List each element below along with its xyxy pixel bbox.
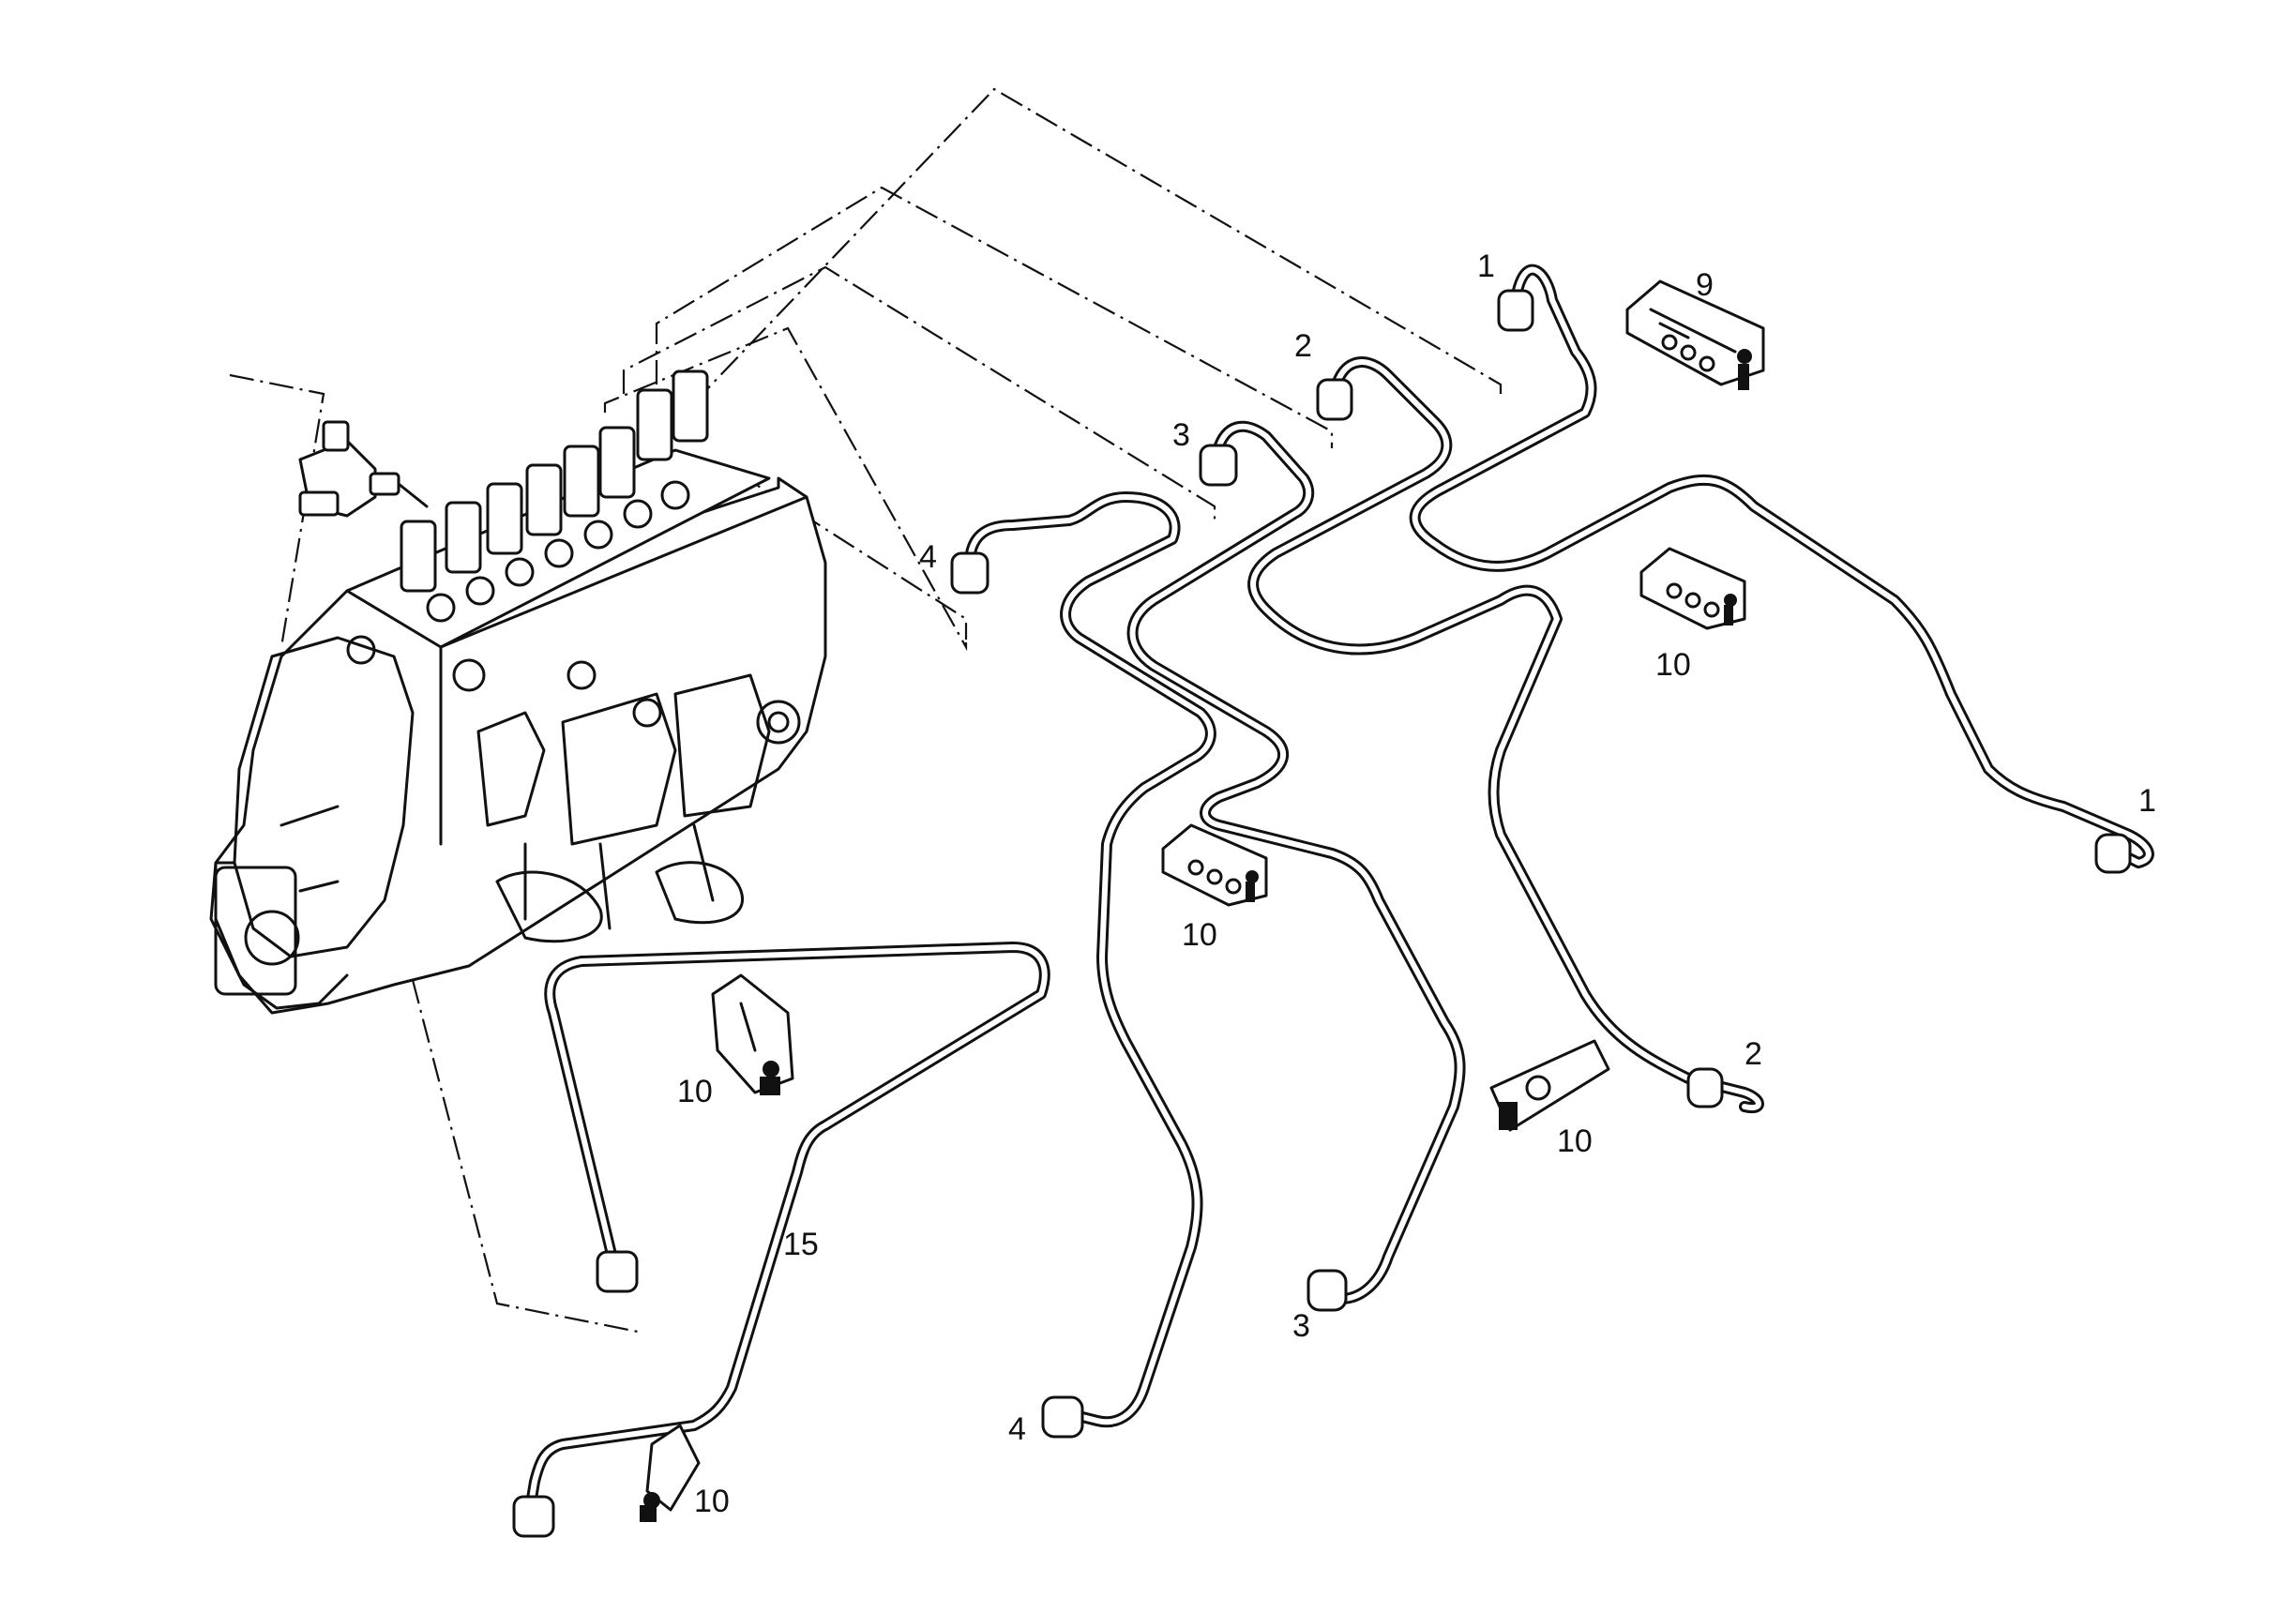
callout-10-e: 10 <box>694 1484 730 1519</box>
pipe-4 <box>965 491 1216 1428</box>
callout-2-end: 2 <box>1745 1036 1762 1072</box>
callout-10-c: 10 <box>677 1074 713 1109</box>
pipe-1-top-nut <box>1497 289 1534 332</box>
clamp-9 <box>1625 279 1765 390</box>
callout-4-top: 4 <box>919 539 937 575</box>
callout-10-d: 10 <box>1557 1123 1593 1159</box>
pipe-2 <box>1247 356 1764 1114</box>
clamp-10-c <box>711 973 794 1095</box>
callout-2-top: 2 <box>1294 328 1312 364</box>
pipe-4-top-nut <box>950 551 989 595</box>
pipe-2-top-nut <box>1316 378 1353 421</box>
pipe-3 <box>1126 420 1466 1304</box>
callout-3-top: 3 <box>1172 417 1190 453</box>
callout-1-top: 1 <box>1477 249 1495 284</box>
pipe-1 <box>1409 264 2154 868</box>
callout-3-end: 3 <box>1292 1308 1310 1344</box>
clamp-10-d <box>1489 1039 1610 1132</box>
callout-9: 9 <box>1696 267 1714 303</box>
pipe-15-pump-nut <box>596 1250 639 1293</box>
pipe-3-top-nut <box>1199 444 1238 487</box>
callout-1-end: 1 <box>2138 783 2156 819</box>
pipe-nuts <box>512 289 2132 1538</box>
banjo-fitting <box>298 420 429 518</box>
callouts: 1 2 3 4 9 10 10 10 10 10 1 2 3 4 15 <box>677 249 2156 1519</box>
leader-lines <box>229 87 1503 1334</box>
delivery-valve-holders <box>400 369 709 623</box>
clamp-10-e <box>640 1424 701 1522</box>
pipe-15 <box>524 942 1050 1515</box>
pipe-2-end-nut <box>1686 1067 1724 1108</box>
callout-15: 15 <box>783 1227 819 1262</box>
pipe-1-end-nut <box>2094 833 2132 874</box>
injection-pump <box>209 369 827 1015</box>
pipe-4-end-nut <box>1041 1395 1084 1439</box>
callout-10-b: 10 <box>1182 917 1217 953</box>
callout-10-a: 10 <box>1655 647 1691 683</box>
pipe-15-end-nut <box>512 1495 555 1538</box>
clamp-10-a <box>1639 547 1746 630</box>
pipe-3-end-nut <box>1307 1269 1348 1312</box>
callout-4-end: 4 <box>1008 1411 1026 1447</box>
clamp-10-b <box>1161 823 1268 907</box>
